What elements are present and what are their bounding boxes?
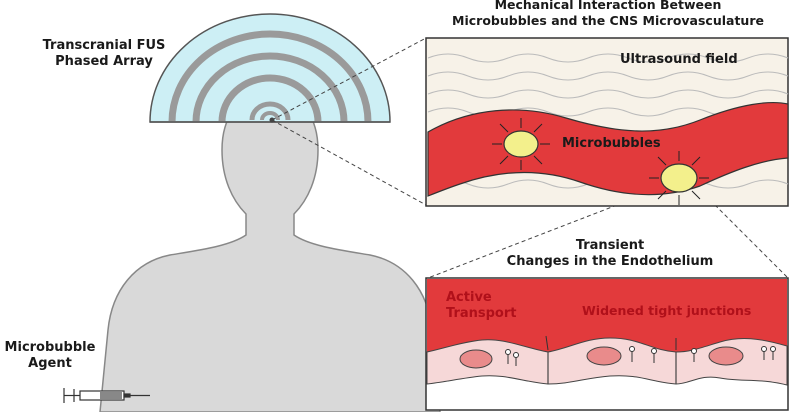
microbubbles-label: Microbubbles <box>562 136 661 152</box>
active-transport-label: Active Transport <box>446 290 516 322</box>
human-silhouette <box>100 92 440 412</box>
nucleus-1 <box>460 350 492 368</box>
microbubble-agent-label: Microbubble Agent <box>0 340 100 372</box>
nucleus-3 <box>709 347 743 365</box>
transient-changes-label: Transient Changes in the Endothelium <box>440 238 780 270</box>
fus-array-label: Transcranial FUS Phased Array <box>24 38 184 70</box>
ultrasound-field-label: Ultrasound field <box>620 52 738 68</box>
top-panel-title: Mechanical Interaction Between Microbubb… <box>426 0 790 29</box>
widened-tight-junctions-label: Widened tight junctions <box>582 303 751 319</box>
nucleus-2 <box>587 347 621 365</box>
